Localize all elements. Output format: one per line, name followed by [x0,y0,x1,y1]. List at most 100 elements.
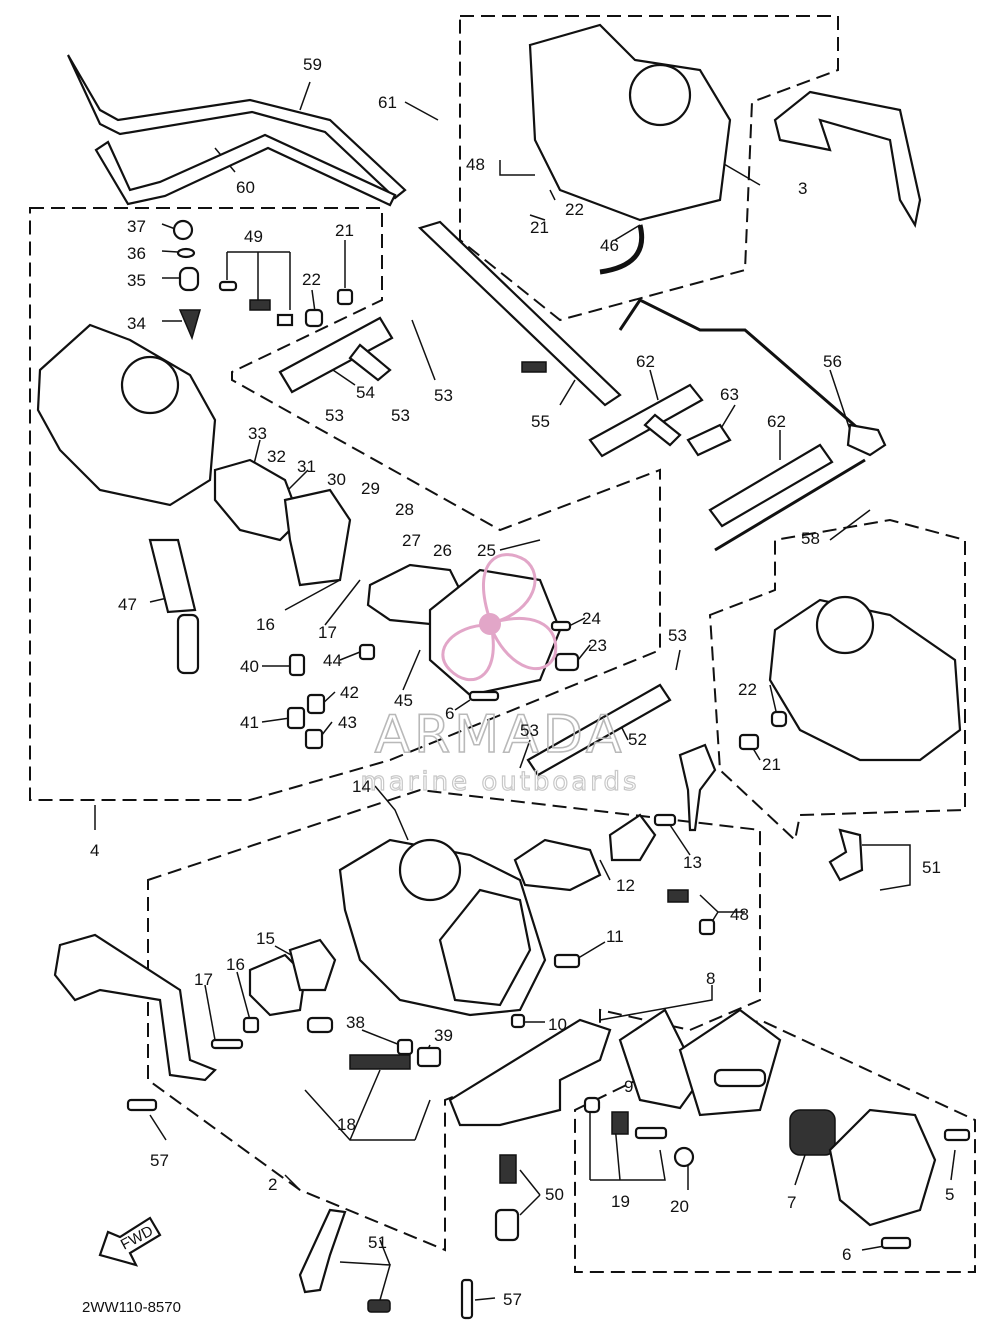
callout-label: 11 [606,927,624,946]
callout-label: 21 [335,221,354,240]
callout-label: 31 [297,457,316,476]
callout-label: 21 [762,755,781,774]
callout-label: 44 [323,651,342,670]
screw-21 [336,288,354,306]
screw-11 [553,953,581,969]
callout-label: 19 [611,1192,630,1211]
spring-50 [499,1154,517,1184]
callout-label: 62 [636,352,655,371]
callout-label: 7 [787,1193,796,1212]
jet-43 [304,728,324,750]
callout-label: 17 [318,623,337,642]
callout-label: 20 [670,1197,689,1216]
nut-39 [416,1046,442,1068]
screw-48 [698,918,716,936]
callout-label: 53 [434,386,453,405]
boundary-assembly-3 [459,15,839,322]
vent-hose-46 [599,224,645,275]
callout-label: 37 [127,217,146,236]
upper-bracket [773,90,922,229]
bracket-15 [248,953,307,1017]
piston-9 [618,1008,702,1110]
callout-label: 15 [256,929,275,948]
callout-label: 62 [767,412,786,431]
washer-22 [304,308,324,328]
lever-56-end [846,423,887,457]
callout-label: 24 [582,609,601,628]
callout-label: 46 [600,236,619,255]
washer-10 [510,1013,526,1029]
callout-labels: 59 61 60 48 3 21 22 46 37 36 35 34 49 22… [90,55,954,1309]
washer-38 [396,1038,414,1056]
right-carb-throat [815,595,875,655]
left-carb-throat [120,355,180,415]
jet-40 [288,653,306,677]
flange-body [438,888,532,1007]
leader-lines [94,81,956,1301]
callout-label: 54 [356,383,375,402]
callout-label: 56 [823,352,842,371]
callout-label: 23 [588,636,607,655]
callout-label: 51 [922,858,941,877]
callout-label: 58 [801,529,820,548]
callout-label: 40 [240,657,259,676]
screw-51-lower [367,1299,391,1313]
pin-19 [634,1126,668,1140]
cover-12 [513,838,602,892]
boundary-right-carb [708,518,966,842]
callout-label: 21 [530,218,549,237]
callout-label: 22 [565,200,584,219]
screw-57-lower [460,1278,474,1320]
callout-label: 33 [248,424,267,443]
callout-label: 61 [378,93,397,112]
callout-label: 51 [368,1233,387,1252]
callout-label: 17 [194,970,213,989]
washer-19 [583,1096,601,1114]
callout-label: 6 [842,1245,851,1264]
diaphragm-8 [678,1008,782,1117]
plunger-35 [178,266,200,292]
callout-label: 26 [433,541,452,560]
callout-label: 5 [945,1185,954,1204]
lower-left-bracket [53,933,217,1082]
bracket-29 [283,488,352,587]
callout-label: 55 [531,412,550,431]
callout-label: 42 [340,683,359,702]
drain-hose-47-end [176,613,200,675]
plug-23 [554,652,580,672]
callout-label: 48 [466,155,485,174]
t-joint-62c [708,443,834,528]
upper-carb-throat [628,63,692,127]
jet-41 [286,706,306,730]
watermark-subtitle: marine outboards [360,767,639,797]
t-joint-62a [588,383,704,458]
screw-57 [126,1098,158,1112]
washer-49c [276,313,294,327]
pin-18 [306,1016,334,1034]
callout-label: 45 [394,691,413,710]
callout-label: 8 [706,969,715,988]
callout-label: 10 [548,1015,567,1034]
callout-label: 53 [668,626,687,645]
callout-label: 32 [267,447,286,466]
screw-17 [210,1038,244,1050]
lever-51-right [828,828,864,882]
screw-24 [550,620,572,632]
callout-label: 57 [150,1151,169,1170]
upper-carburetor-body [528,23,732,222]
callout-label: 4 [90,841,99,860]
spring-19 [611,1111,629,1135]
parts [36,23,971,1320]
callout-label: 41 [240,713,259,732]
callout-label: 38 [346,1013,365,1032]
callout-label: 48 [730,905,749,924]
spring-48 [667,889,689,903]
fuel-hose-60 [94,133,397,207]
lower-carb-throat [398,838,462,902]
screw-49a [218,280,238,292]
needle-34 [178,309,201,341]
callout-label: 18 [337,1115,356,1134]
callout-label: 13 [683,853,702,872]
callout-label: 28 [395,500,414,519]
callout-label: 22 [302,270,321,289]
